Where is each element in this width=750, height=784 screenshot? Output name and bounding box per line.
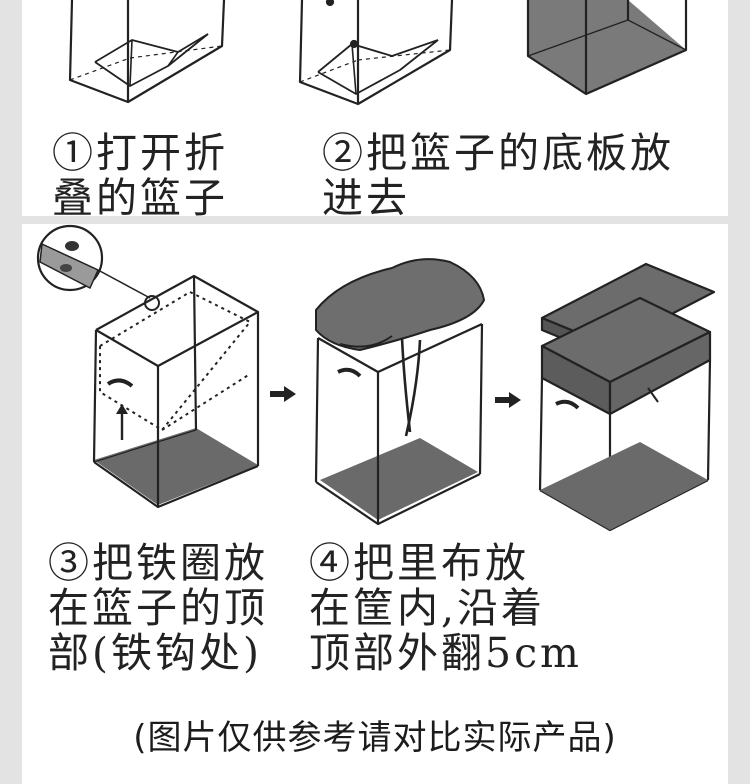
- hook-detail-icon: [36, 224, 160, 311]
- step-text-line: ①打开折: [52, 129, 228, 177]
- step-text-line: 在篮子的顶: [48, 584, 268, 632]
- step-2-instruction: ②把篮子的底板放 进去: [322, 131, 674, 221]
- step-text-line: ③把铁圈放: [48, 539, 268, 587]
- step-text-line: 进去: [322, 174, 410, 222]
- step-text-line: ④把里布放: [309, 539, 529, 587]
- step-1-instruction: ①打开折 叠的篮子: [52, 131, 228, 221]
- step-text-line: 部(铁钩处): [48, 629, 262, 677]
- disclaimer-text: (图片仅供参考请对比实际产品): [133, 718, 617, 758]
- unfold-basket-illustration: [68, 0, 688, 106]
- step-text-line: ②把篮子的底板放: [322, 129, 674, 177]
- right-arrow-icon: [495, 392, 521, 408]
- right-arrow-icon: [270, 386, 296, 402]
- step-4-instruction: ④把里布放 在筐内,沿着 顶部外翻5cm: [309, 541, 582, 676]
- step-text-line: 在筐内,沿着: [309, 584, 546, 632]
- step-text-line: 叠的篮子: [52, 174, 228, 222]
- step-3-instruction: ③把铁圈放 在篮子的顶 部(铁钩处): [48, 541, 268, 676]
- step-text-line: 顶部外翻5cm: [309, 629, 582, 677]
